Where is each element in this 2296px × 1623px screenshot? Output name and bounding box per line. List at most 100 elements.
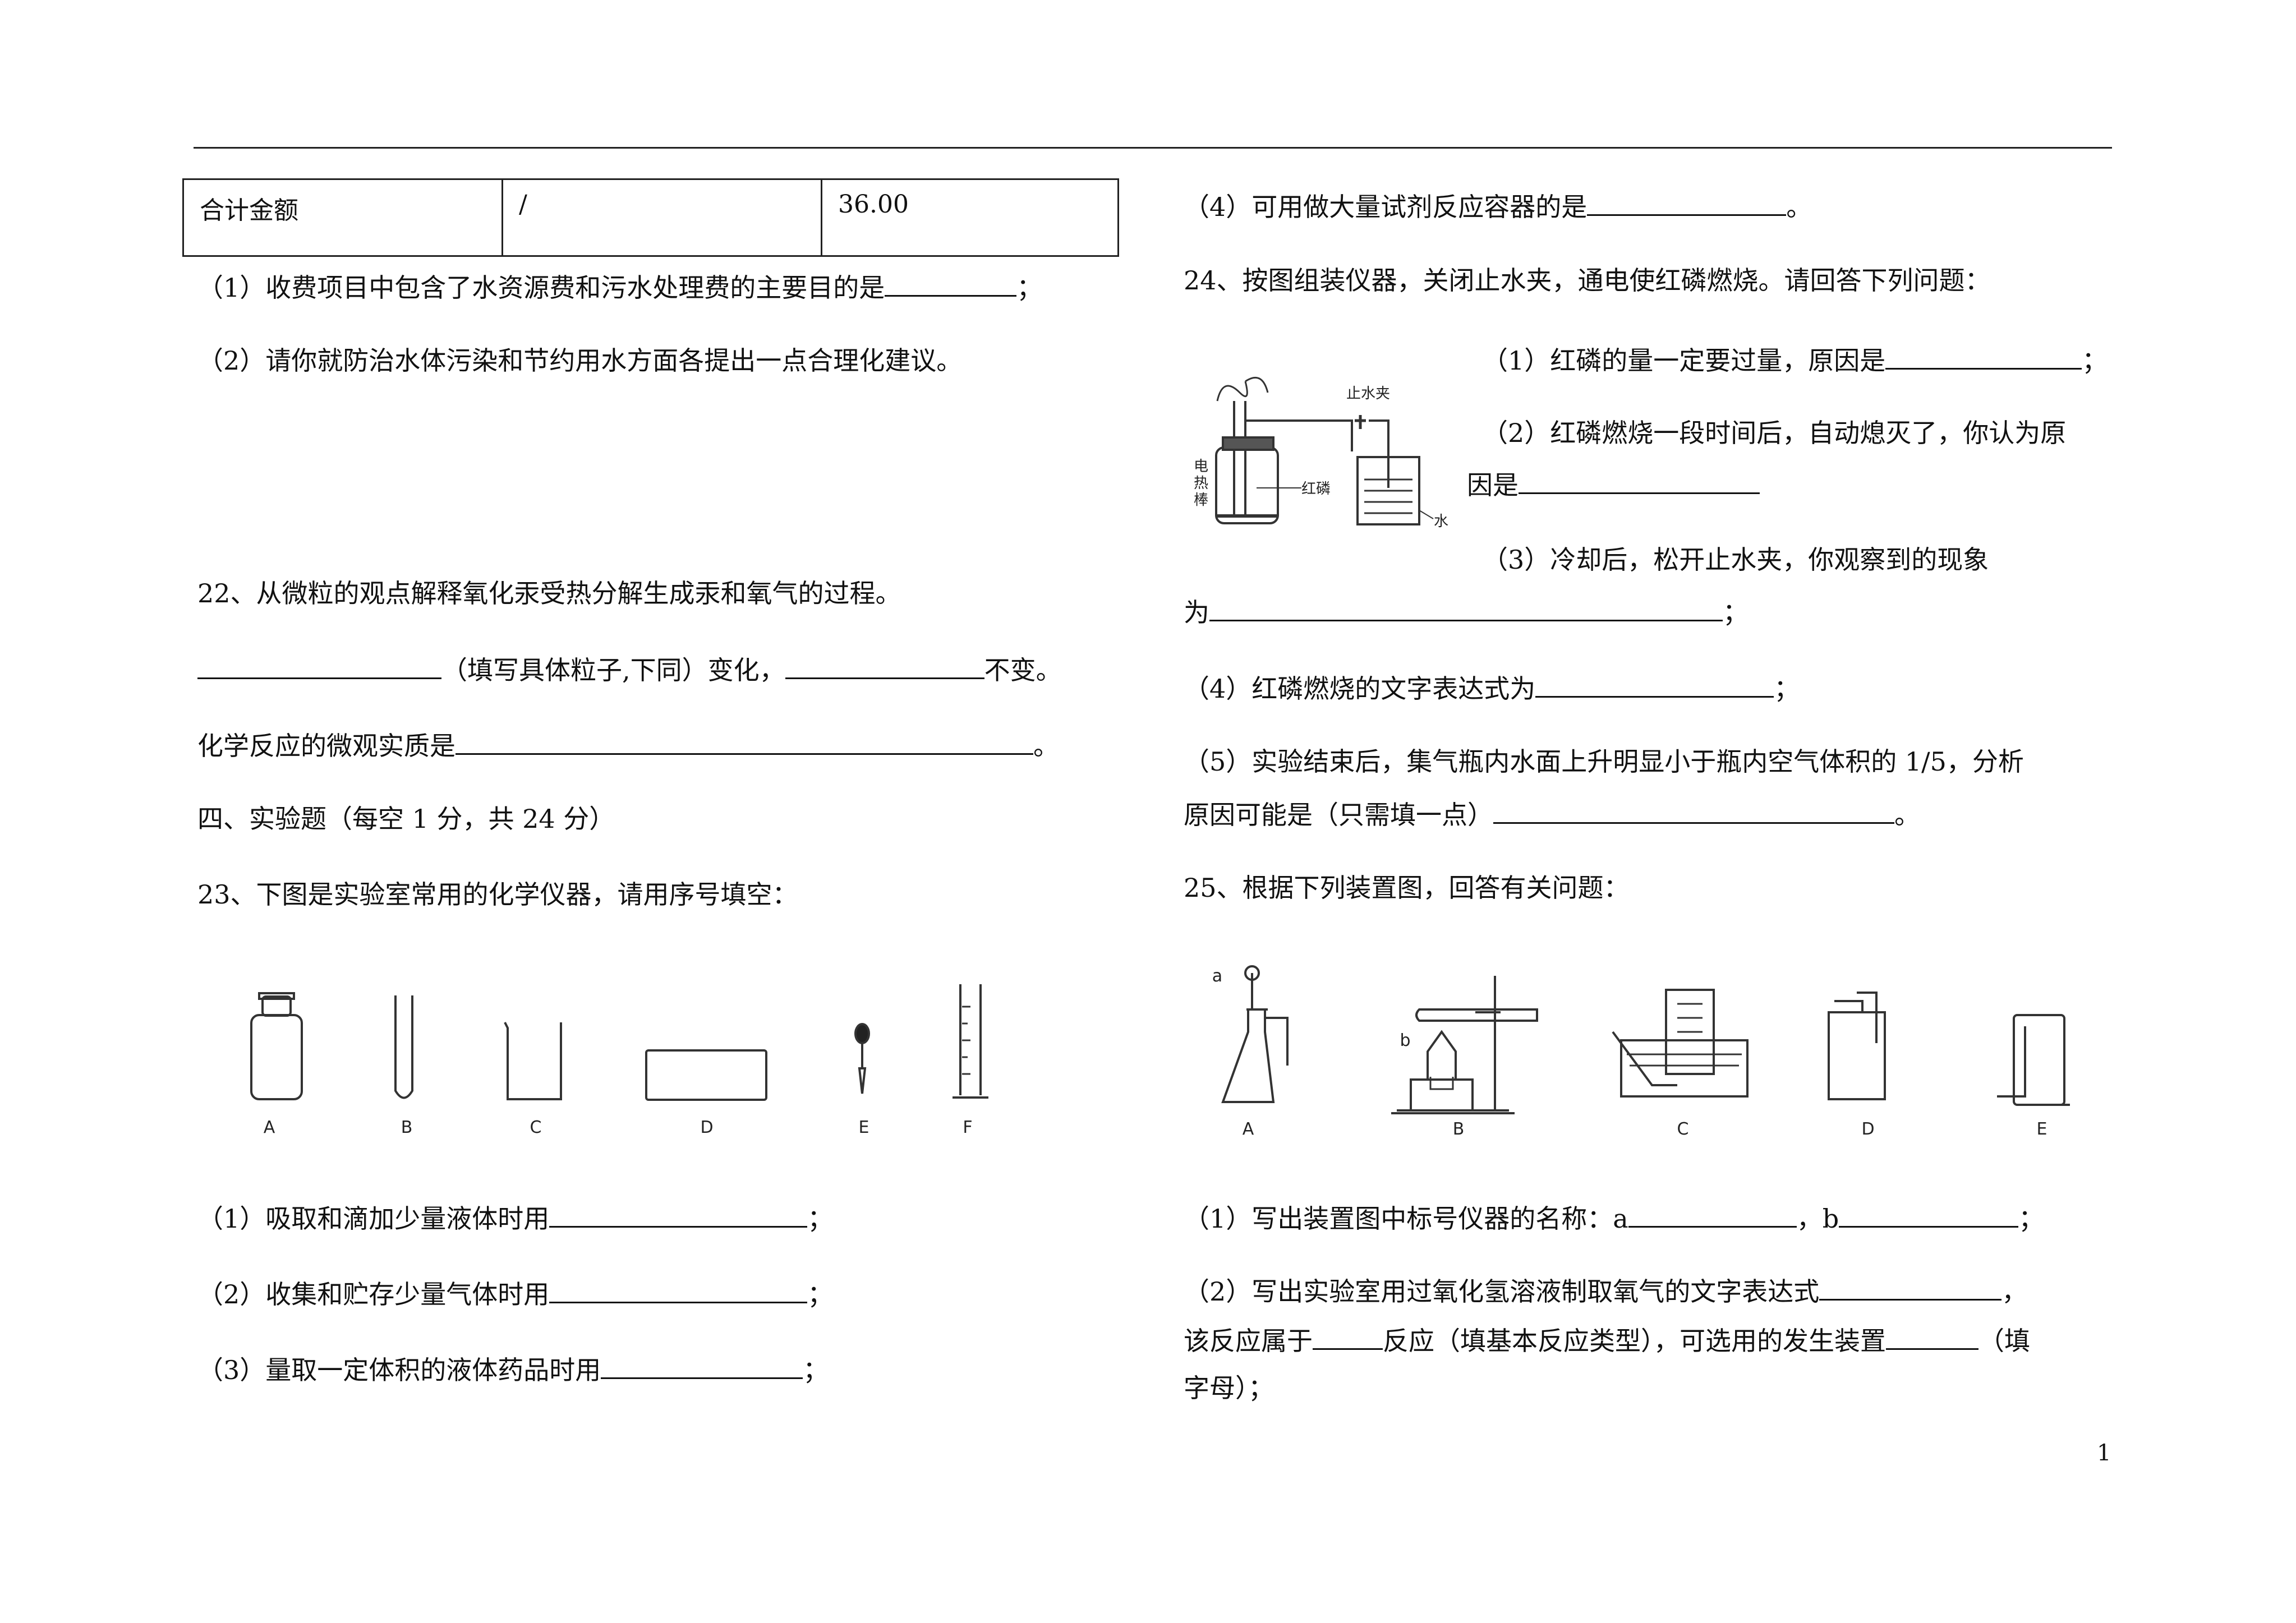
q22-line: （填写具体粒子,下同）变化，不变。 <box>197 651 1062 687</box>
punct: ； <box>807 1204 834 1234</box>
q24-question: 24、按图组装仪器，关闭止水夹，通电使红磷燃烧。请回答下列问题： <box>1184 265 1991 296</box>
q24-2-blank[interactable] <box>1519 465 1760 494</box>
q24-2a-line: （2）红磷燃烧一段时间后，自动熄灭了，你认为原 <box>1482 418 2067 448</box>
q23-apparatus-figure: A B C D E F <box>250 984 988 1137</box>
q24-5b-line: 原因可能是（只需填一点） 。 <box>1184 795 1920 832</box>
header-rule <box>194 147 2112 149</box>
q23-4-blank[interactable] <box>1587 187 1787 216</box>
punct: ； <box>803 1355 829 1385</box>
q24-1-line: （1）红磷的量一定要过量，原因是； <box>1482 341 2108 377</box>
q24-2b-line: 因是 <box>1467 465 1760 502</box>
q22-c-blank[interactable] <box>455 726 1033 755</box>
q24-5a-line: （5）实验结束后，集气瓶内水面上升明显小于瓶内空气体积的 1/5，分析 <box>1184 746 2024 777</box>
page-number: 1 <box>2097 1440 2111 1466</box>
q25-1b-blank[interactable] <box>1839 1199 2019 1228</box>
q23-question: 23、下图是实验室常用的化学仪器，请用序号填空： <box>197 879 798 910</box>
punct: 。 <box>1786 192 1812 222</box>
fee-unit-cell: / <box>501 178 822 257</box>
punct: ， <box>2001 1276 2028 1307</box>
punct: 。 <box>1033 731 1059 761</box>
q23-1-blank[interactable] <box>549 1199 808 1228</box>
graduated-cylinder-icon <box>953 984 988 1099</box>
q25-2c-blank[interactable] <box>1886 1321 1978 1350</box>
heating-setup-icon <box>1391 976 1538 1114</box>
q25-2d-text: （填 <box>1978 1326 2030 1356</box>
punct: ； <box>1723 597 1749 628</box>
rod-label-3: 棒 <box>1194 492 1208 509</box>
rod-label-1: 电 <box>1194 458 1208 475</box>
punct: ； <box>807 1279 834 1310</box>
q23-3-blank[interactable] <box>601 1350 803 1379</box>
q24-2b-text: 因是 <box>1467 470 1519 500</box>
q22-c-line: 化学反应的微观实质是 。 <box>197 726 1059 763</box>
q21-1-line: （1）收费项目中包含了水资源费和污水处理费的主要目的是 ； <box>197 268 1042 305</box>
punct: ； <box>1016 273 1043 303</box>
label-b: B <box>1453 1119 1465 1139</box>
water-label: 水 <box>1434 513 1448 530</box>
q25-2c-text: 反应（填基本反应类型），可选用的发生装置 <box>1383 1326 1886 1356</box>
trough-icon <box>645 1049 767 1101</box>
clamp-label: 止水夹 <box>1346 385 1390 402</box>
rod-label-2: 热 <box>1194 475 1208 492</box>
q23-2-blank[interactable] <box>549 1275 808 1303</box>
q23-3-line: （3）量取一定体积的液体药品时用 ； <box>197 1350 829 1387</box>
q25-2b-blank[interactable] <box>1313 1321 1383 1350</box>
punct: 。 <box>1894 800 1920 830</box>
q24-3-blank[interactable] <box>1209 593 1723 621</box>
q22-question: 22、从微粒的观点解释氧化汞受热分解生成汞和氧气的过程。 <box>197 578 901 608</box>
label-e: E <box>2037 1119 2047 1139</box>
q24-1-blank[interactable] <box>1885 341 2082 370</box>
fee-amount-cell: 36.00 <box>821 178 1119 257</box>
q25-2b-text: 该反应属于 <box>1184 1326 1313 1356</box>
q23-1-line: （1）吸取和滴加少量液体时用 ； <box>197 1199 833 1235</box>
q24-3b-text: 为 <box>1184 597 1209 628</box>
water-collection-icon <box>1612 989 1749 1098</box>
q24-4-text: （4）红磷燃烧的文字表达式为 <box>1184 674 1536 704</box>
label-d: D <box>700 1118 713 1137</box>
q24-1-text: （1）红磷的量一定要过量，原因是 <box>1482 345 1886 376</box>
section-title: 四、实验题（每空 1 分，共 24 分） <box>197 804 615 834</box>
q25-1a-blank[interactable] <box>1628 1199 1797 1228</box>
fee-table: 合计金额 / 36.00 <box>182 178 1119 257</box>
phosphorus-label: 红磷 <box>1301 481 1331 497</box>
q21-1-text: （1）收费项目中包含了水资源费和污水处理费的主要目的是 <box>197 273 885 303</box>
q23-4-line: （4）可用做大量试剂反应容器的是 。 <box>1184 187 1812 224</box>
q24-5-blank[interactable] <box>1493 795 1894 824</box>
q25-question: 25、根据下列装置图，回答有关问题： <box>1184 873 1630 903</box>
label-e: E <box>859 1118 869 1137</box>
punct: ； <box>2018 1204 2045 1234</box>
gas-bottle-icon <box>1828 992 1886 1100</box>
q22-blank-1[interactable] <box>197 651 441 679</box>
q24-3b-line: 为； <box>1184 593 1749 629</box>
q24-apparatus-figure: 止水夹 电 热 棒 红磷 水 <box>1194 376 1448 530</box>
q24-4-blank[interactable] <box>1535 669 1774 698</box>
q23-3-text: （3）量取一定体积的液体药品时用 <box>197 1355 601 1385</box>
q25-apparatus-figure: A B C D E a b <box>1212 965 2070 1139</box>
q21-1-blank[interactable] <box>885 268 1017 297</box>
q22-blank-2[interactable] <box>785 651 984 679</box>
q25-1-line: （1）写出装置图中标号仪器的名称：a ，b ； <box>1184 1199 2044 1235</box>
label-b: B <box>401 1118 413 1137</box>
label-a: A <box>264 1118 275 1137</box>
q25-1b-text: ，b <box>1796 1204 1839 1234</box>
label-f: F <box>963 1118 972 1137</box>
q23-1-text: （1）吸取和滴加少量液体时用 <box>197 1204 550 1234</box>
q25-2a-text: （2）写出实验室用过氧化氢溶液制取氧气的文字表达式 <box>1184 1276 1820 1307</box>
punct: ； <box>1774 674 1800 704</box>
label-c: C <box>1677 1119 1689 1139</box>
reagent-bottle-icon <box>250 992 303 1100</box>
beaker-icon <box>504 1022 562 1100</box>
mark-b: b <box>1400 1031 1410 1050</box>
q25-2a-line: （2）写出实验室用过氧化氢溶液制取氧气的文字表达式 ， <box>1184 1272 2027 1308</box>
q25-2a-blank[interactable] <box>1819 1272 2002 1301</box>
q22-c-text: 化学反应的微观实质是 <box>197 731 455 761</box>
q23-4-text: （4）可用做大量试剂反应容器的是 <box>1184 192 1588 222</box>
q24-5b-text: 原因可能是（只需填一点） <box>1184 800 1493 830</box>
label-c: C <box>530 1118 542 1137</box>
q24-4-line: （4）红磷燃烧的文字表达式为 ； <box>1184 669 1800 706</box>
q22-text-a: （填写具体粒子,下同）变化， <box>441 655 785 685</box>
q24-3a-line: （3）冷却后，松开止水夹，你观察到的现象 <box>1482 545 1989 575</box>
test-tube-icon <box>394 995 413 1099</box>
mark-a: a <box>1212 966 1222 986</box>
q25-1a-text: （1）写出装置图中标号仪器的名称：a <box>1184 1204 1628 1234</box>
